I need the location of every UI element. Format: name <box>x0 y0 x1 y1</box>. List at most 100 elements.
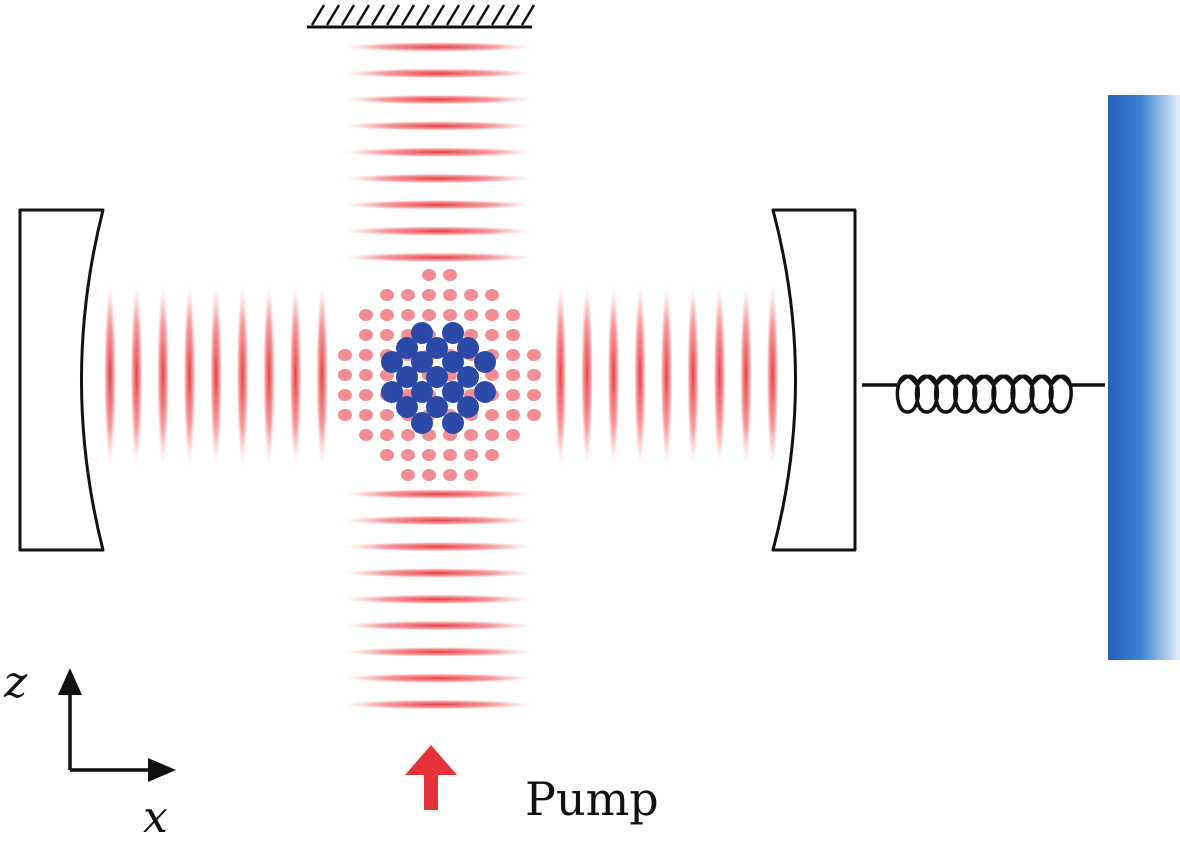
lattice-spot <box>443 269 457 281</box>
atom <box>381 381 403 403</box>
fringe <box>660 285 673 465</box>
lattice-spot <box>359 389 373 401</box>
atom <box>396 396 418 418</box>
lattice-spot <box>506 409 520 421</box>
hatch-line <box>445 4 461 26</box>
lattice-spot <box>338 369 352 381</box>
lattice-spot <box>401 429 415 441</box>
fringe <box>210 285 222 465</box>
lattice-spot <box>464 469 478 481</box>
fringe <box>343 541 533 552</box>
fringe <box>343 699 533 710</box>
fringe <box>263 285 275 465</box>
fringe <box>343 568 533 578</box>
fringe <box>343 515 533 526</box>
hatch-line <box>370 4 386 26</box>
lattice-spot <box>443 289 457 301</box>
lattice-spot <box>359 369 373 381</box>
fringe <box>607 285 620 465</box>
fringe <box>183 285 196 465</box>
lattice-spot <box>422 269 436 281</box>
lattice-spot <box>506 429 520 441</box>
lattice-spot <box>401 309 415 321</box>
cavity-standing-wave <box>104 285 779 465</box>
fringe <box>343 673 533 684</box>
lattice-spot <box>506 309 520 321</box>
lattice-spot <box>380 309 394 321</box>
lattice-spot <box>359 309 373 321</box>
lattice-spot <box>338 349 352 361</box>
fringe <box>766 285 779 465</box>
fringe <box>343 199 533 210</box>
left-cavity-mirror <box>18 208 105 552</box>
atom <box>457 366 479 388</box>
lattice-spot <box>506 329 520 341</box>
atom <box>442 322 464 344</box>
lattice-spot <box>506 369 520 381</box>
lattice-spot <box>422 449 436 461</box>
fringe <box>289 285 302 465</box>
lattice-spot <box>380 329 394 341</box>
atom <box>411 381 433 403</box>
atom <box>426 396 448 418</box>
lattice-spot <box>464 309 478 321</box>
fringe <box>634 285 646 465</box>
fringe <box>740 285 752 465</box>
hatch-line <box>430 4 446 26</box>
fringe <box>343 594 533 605</box>
lattice-spot <box>506 389 520 401</box>
hatch-line <box>385 4 401 26</box>
hatch-line <box>310 4 326 26</box>
pump-standing-wave <box>343 42 533 710</box>
lattice-spot <box>485 289 499 301</box>
spring <box>862 374 1105 414</box>
fringe <box>343 620 533 631</box>
lattice-spot <box>401 469 415 481</box>
fringe <box>130 285 143 465</box>
atom <box>396 337 418 359</box>
pump-arrow <box>405 745 457 810</box>
lattice-spot <box>422 289 436 301</box>
pump-label: Pump <box>525 772 659 826</box>
atom <box>442 351 464 373</box>
z-axis-label: z <box>3 657 28 708</box>
right-cavity-mirror <box>771 208 857 552</box>
atom <box>411 412 433 434</box>
lattice-spot <box>485 309 499 321</box>
lattice-spot <box>338 409 352 421</box>
lattice-spot <box>464 289 478 301</box>
fringe <box>343 489 533 500</box>
hatch-line <box>355 4 371 26</box>
lattice-spot <box>401 289 415 301</box>
lattice-spot <box>422 469 436 481</box>
lattice-spot <box>485 429 499 441</box>
lattice-spot <box>359 429 373 441</box>
hatch-line <box>415 4 431 26</box>
lattice-spot <box>485 329 499 341</box>
hatch-line <box>340 4 356 26</box>
fringe <box>236 285 249 465</box>
lattice-spot <box>422 309 436 321</box>
atom <box>426 337 448 359</box>
fringe <box>713 285 726 465</box>
lattice-spot <box>359 349 373 361</box>
lattice-spot <box>380 449 394 461</box>
atom <box>411 322 433 344</box>
fringe <box>343 252 533 263</box>
atom <box>442 412 464 434</box>
lattice-spot <box>485 449 499 461</box>
lattice-spot <box>443 449 457 461</box>
lattice-spot <box>380 289 394 301</box>
hatch-line <box>520 4 536 26</box>
x-axis-label: x <box>143 792 168 843</box>
fixed-support-hatch <box>307 4 536 29</box>
atom <box>457 337 479 359</box>
lattice-spot <box>527 349 541 361</box>
lattice-spot <box>380 429 394 441</box>
fringe <box>343 226 533 237</box>
fringe <box>104 285 116 465</box>
atom <box>474 351 496 373</box>
atom <box>396 366 418 388</box>
fringe <box>343 646 533 657</box>
